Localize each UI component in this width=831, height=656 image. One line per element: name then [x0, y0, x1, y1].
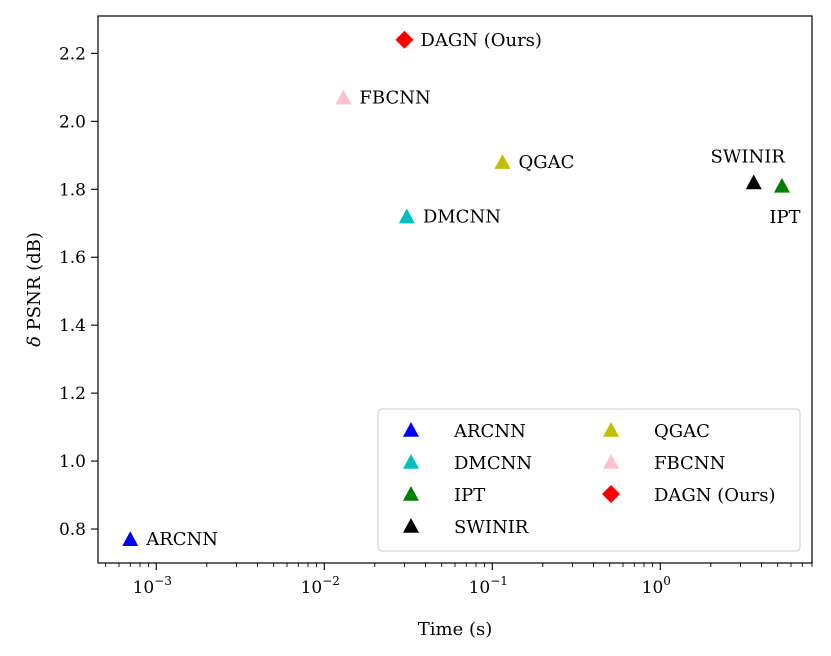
- y-axis-ticks: 0.8 1.0 1.2 1.4 1.6 1.8 2.0 2.2: [59, 44, 98, 540]
- legend-label-dmcnn: DMCNN: [454, 453, 532, 474]
- legend-label-dagn-ours: DAGN (Ours): [654, 485, 776, 506]
- y-tick-label: 2.0: [59, 112, 86, 132]
- point-fbcnn: [335, 89, 352, 105]
- y-tick-label: 1.0: [59, 452, 86, 472]
- point-dagn-ours: [395, 30, 414, 49]
- point-swinir: [745, 174, 762, 190]
- legend-marker-dagn-ours: [602, 485, 620, 503]
- point-label-dmcnn: DMCNN: [423, 206, 501, 227]
- y-tick-label: 1.6: [59, 248, 86, 268]
- y-axis-label: δ PSNR (dB): [24, 232, 45, 347]
- legend-label-ipt: IPT: [454, 485, 485, 506]
- point-arcnn: [122, 531, 139, 547]
- y-tick-label: 2.2: [59, 44, 86, 64]
- legend-marker-ipt: [403, 486, 419, 501]
- x-axis-ticks: 10−3 10−2 10−1 100: [105, 563, 813, 598]
- point-label-fbcnn: FBCNN: [359, 88, 430, 109]
- y-tick-label: 1.2: [59, 384, 86, 404]
- legend-marker-qgac: [603, 422, 619, 437]
- data-points: ARCNN DMCNN IPT SWINIR QGAC FBCNN DAGN (Ours): [122, 30, 801, 550]
- legend-label-swinir: SWINIR: [454, 517, 529, 538]
- legend-box: [377, 408, 801, 552]
- legend-marker-arcnn: [403, 422, 419, 437]
- legend-label-qgac: QGAC: [654, 421, 710, 442]
- x-tick-label: 100: [642, 574, 671, 598]
- point-label-dagn-ours: DAGN (Ours): [420, 30, 542, 51]
- point-label-qgac: QGAC: [518, 152, 574, 173]
- y-tick-label: 1.4: [59, 316, 86, 336]
- legend-marker-fbcnn: [603, 454, 619, 469]
- x-axis-label: Time (s): [418, 619, 493, 640]
- legend: ARCNN DMCNN IPT SWINIR QGAC FBCNN DAGN (Ours): [377, 408, 801, 552]
- legend-marker-dmcnn: [403, 454, 419, 469]
- legend-label-fbcnn: FBCNN: [654, 453, 725, 474]
- point-dmcnn: [398, 208, 415, 224]
- legend-marker-swinir: [403, 518, 419, 533]
- point-ipt: [773, 177, 790, 193]
- point-label-swinir: SWINIR: [711, 146, 786, 167]
- plot-frame: [97, 15, 813, 564]
- x-tick-label: 10−2: [301, 574, 340, 598]
- point-qgac: [494, 154, 511, 169]
- y-tick-label: 1.8: [59, 180, 86, 200]
- legend-label-arcnn: ARCNN: [453, 421, 526, 442]
- point-label-ipt: IPT: [769, 207, 800, 228]
- point-label-arcnn: ARCNN: [145, 529, 218, 550]
- x-tick-label: 10−3: [133, 574, 172, 598]
- x-tick-label: 10−1: [469, 574, 508, 598]
- y-tick-label: 0.8: [59, 520, 86, 540]
